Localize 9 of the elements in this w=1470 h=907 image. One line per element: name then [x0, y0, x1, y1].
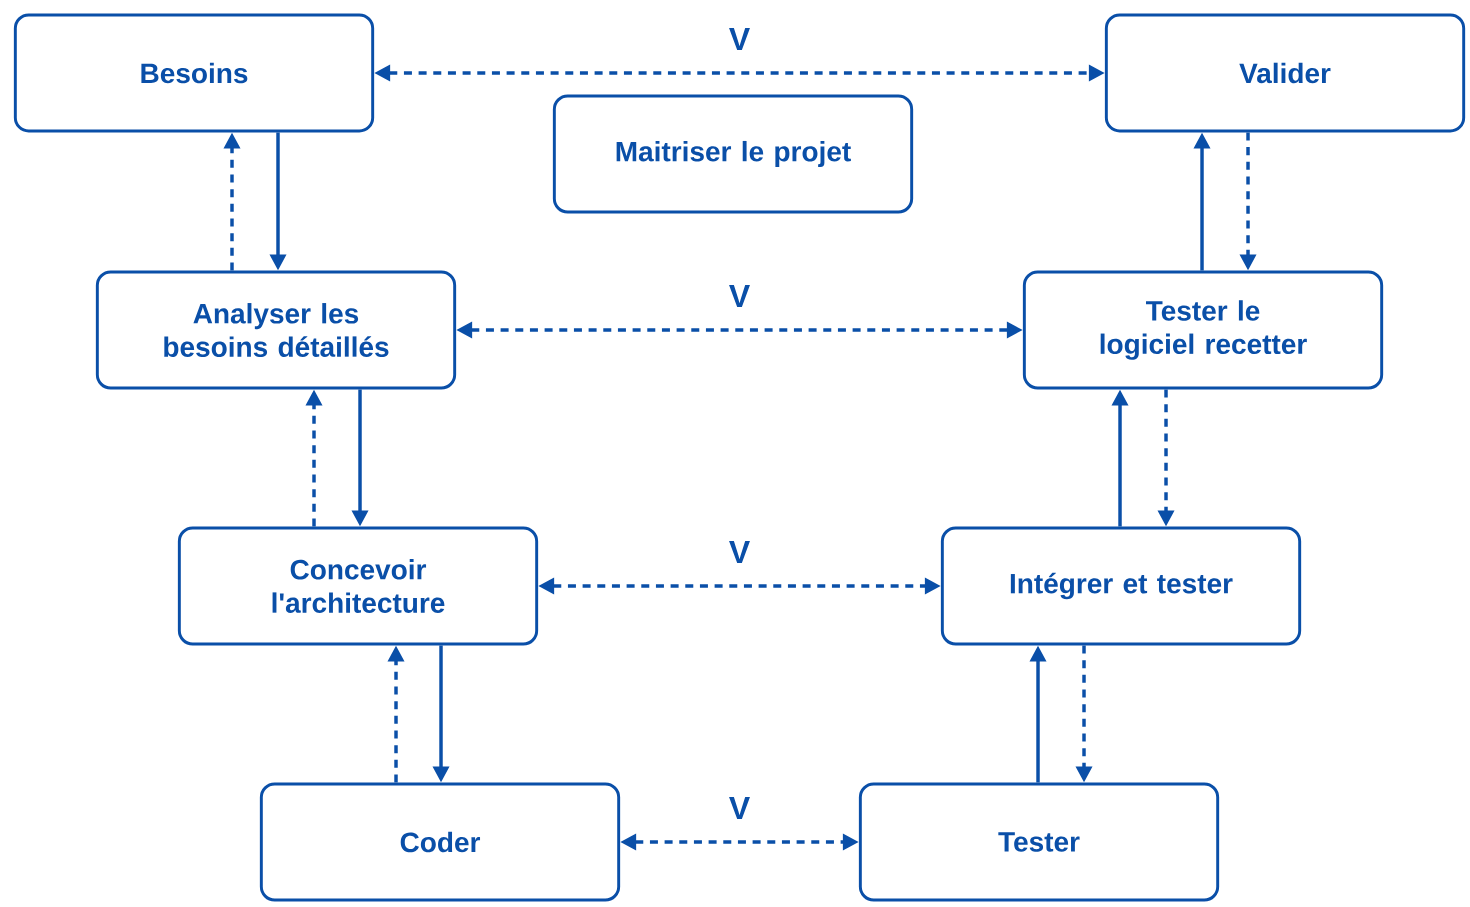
process-box: Tester	[858, 782, 1220, 902]
process-box: Maitriser le projet	[552, 94, 914, 214]
process-box: Tester le logiciel recetter	[1022, 270, 1384, 390]
process-box: Coder	[259, 782, 621, 902]
process-box: Intégrer et tester	[940, 526, 1302, 646]
process-box: Analyser les besoins détaillés	[95, 270, 457, 390]
process-box: Valider	[1104, 13, 1466, 133]
process-box: Concevoir l'architecture	[177, 526, 539, 646]
process-box: Besoins	[13, 13, 375, 133]
